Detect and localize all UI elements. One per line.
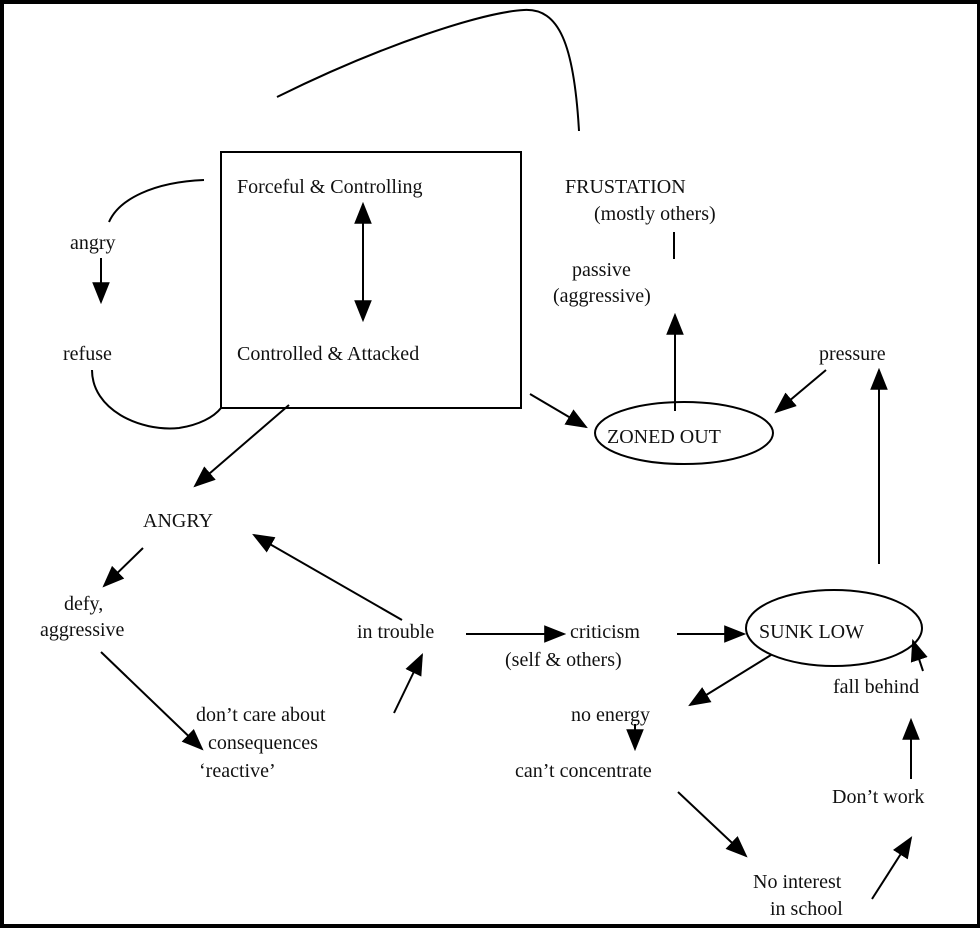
left-loop-top-curve xyxy=(108,179,205,223)
box-to-angry-arrow xyxy=(193,404,290,488)
frustration-subtitle: (mostly others) xyxy=(594,203,716,225)
angry-small-label: angry xyxy=(70,232,116,254)
no-energy-label: no energy xyxy=(571,704,650,726)
concentrate-to-no-interest-arrow xyxy=(677,791,748,858)
fall-behind-label: fall behind xyxy=(833,676,919,698)
dont-work-label: Don’t work xyxy=(832,786,924,808)
passive-label: passive xyxy=(572,259,631,281)
dont-care-to-trouble-arrow xyxy=(393,653,423,714)
angry-to-defy-arrow xyxy=(102,547,144,588)
box-to-zoned-out-arrow xyxy=(529,393,588,429)
self-others-label: (self & others) xyxy=(505,649,622,671)
no-interest-to-dont-work-arrow xyxy=(871,836,913,900)
no-interest-label: No interest xyxy=(753,871,842,893)
consequences-label: consequences xyxy=(208,732,318,754)
criticism-label: criticism xyxy=(570,621,640,643)
refuse-label: refuse xyxy=(63,343,112,365)
trouble-to-angry-arrow xyxy=(252,533,403,621)
defy-to-dont-care-arrow xyxy=(100,651,204,751)
box-top-label: Forceful & Controlling xyxy=(237,176,423,198)
sunk-low-node xyxy=(745,589,923,667)
frustration-title: FRUSTATION xyxy=(565,176,686,198)
box-bottom-label: Controlled & Attacked xyxy=(237,343,419,365)
left-loop-bottom-curve xyxy=(91,369,222,430)
fall-behind-to-sunk-low-arrow xyxy=(910,638,928,672)
defy-label: defy, xyxy=(64,593,103,615)
aggressive-paren-label: (aggressive) xyxy=(553,285,651,307)
angry-main-label: ANGRY xyxy=(143,510,213,532)
sunk-low-label: SUNK LOW xyxy=(759,621,864,643)
cycle-diagram: Forceful & Controlling Controlled & Atta… xyxy=(40,8,928,920)
zoned-out-node xyxy=(594,401,774,465)
pressure-label: pressure xyxy=(819,343,886,365)
reactive-label: ‘reactive’ xyxy=(199,760,276,782)
control-box xyxy=(220,151,522,409)
pressure-to-zoned-out-arrow xyxy=(774,369,827,414)
sunk-low-to-no-energy-arrow xyxy=(688,654,772,707)
zoned-out-label: ZONED OUT xyxy=(607,426,721,448)
dont-care-label: don’t care about xyxy=(196,704,326,726)
cant-concentrate-label: can’t concentrate xyxy=(515,760,652,782)
in-school-label: in school xyxy=(770,898,843,920)
aggressive-label: aggressive xyxy=(40,619,125,641)
top-feedback-curve xyxy=(276,8,580,132)
in-trouble-label: in trouble xyxy=(357,621,434,643)
